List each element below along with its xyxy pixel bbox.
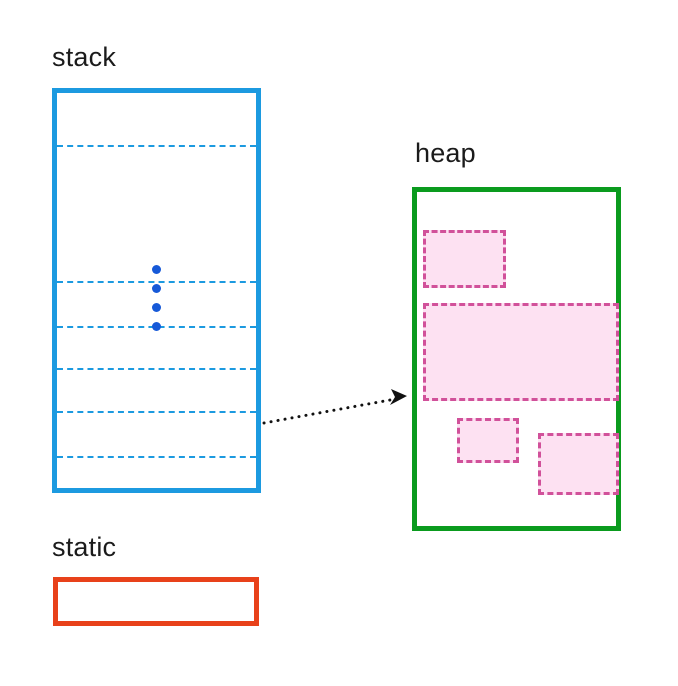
vertical-ellipsis-icon	[57, 265, 256, 331]
heap-block-4	[538, 433, 619, 495]
heap-block-2	[423, 303, 619, 401]
stack-to-heap-pointer-arrow	[262, 389, 407, 425]
arrow-head	[390, 389, 407, 405]
stack-divider	[57, 326, 256, 328]
ellipsis-dot	[152, 303, 161, 312]
heap-block-1	[423, 230, 506, 288]
heap-label: heap	[415, 138, 476, 168]
stack-label: stack	[52, 42, 117, 72]
arrow-shaft	[262, 396, 403, 425]
ellipsis-dot	[152, 284, 161, 293]
static-label: static	[52, 532, 117, 562]
ellipsis-dot	[152, 265, 161, 274]
heap-box	[412, 187, 621, 531]
heap-block-3	[457, 418, 519, 463]
stack-divider	[57, 145, 256, 147]
stack-divider	[57, 368, 256, 370]
stack-divider	[57, 456, 256, 458]
static-box	[53, 577, 259, 626]
stack-box	[52, 88, 261, 493]
stack-divider	[57, 281, 256, 283]
stack-divider	[57, 411, 256, 413]
